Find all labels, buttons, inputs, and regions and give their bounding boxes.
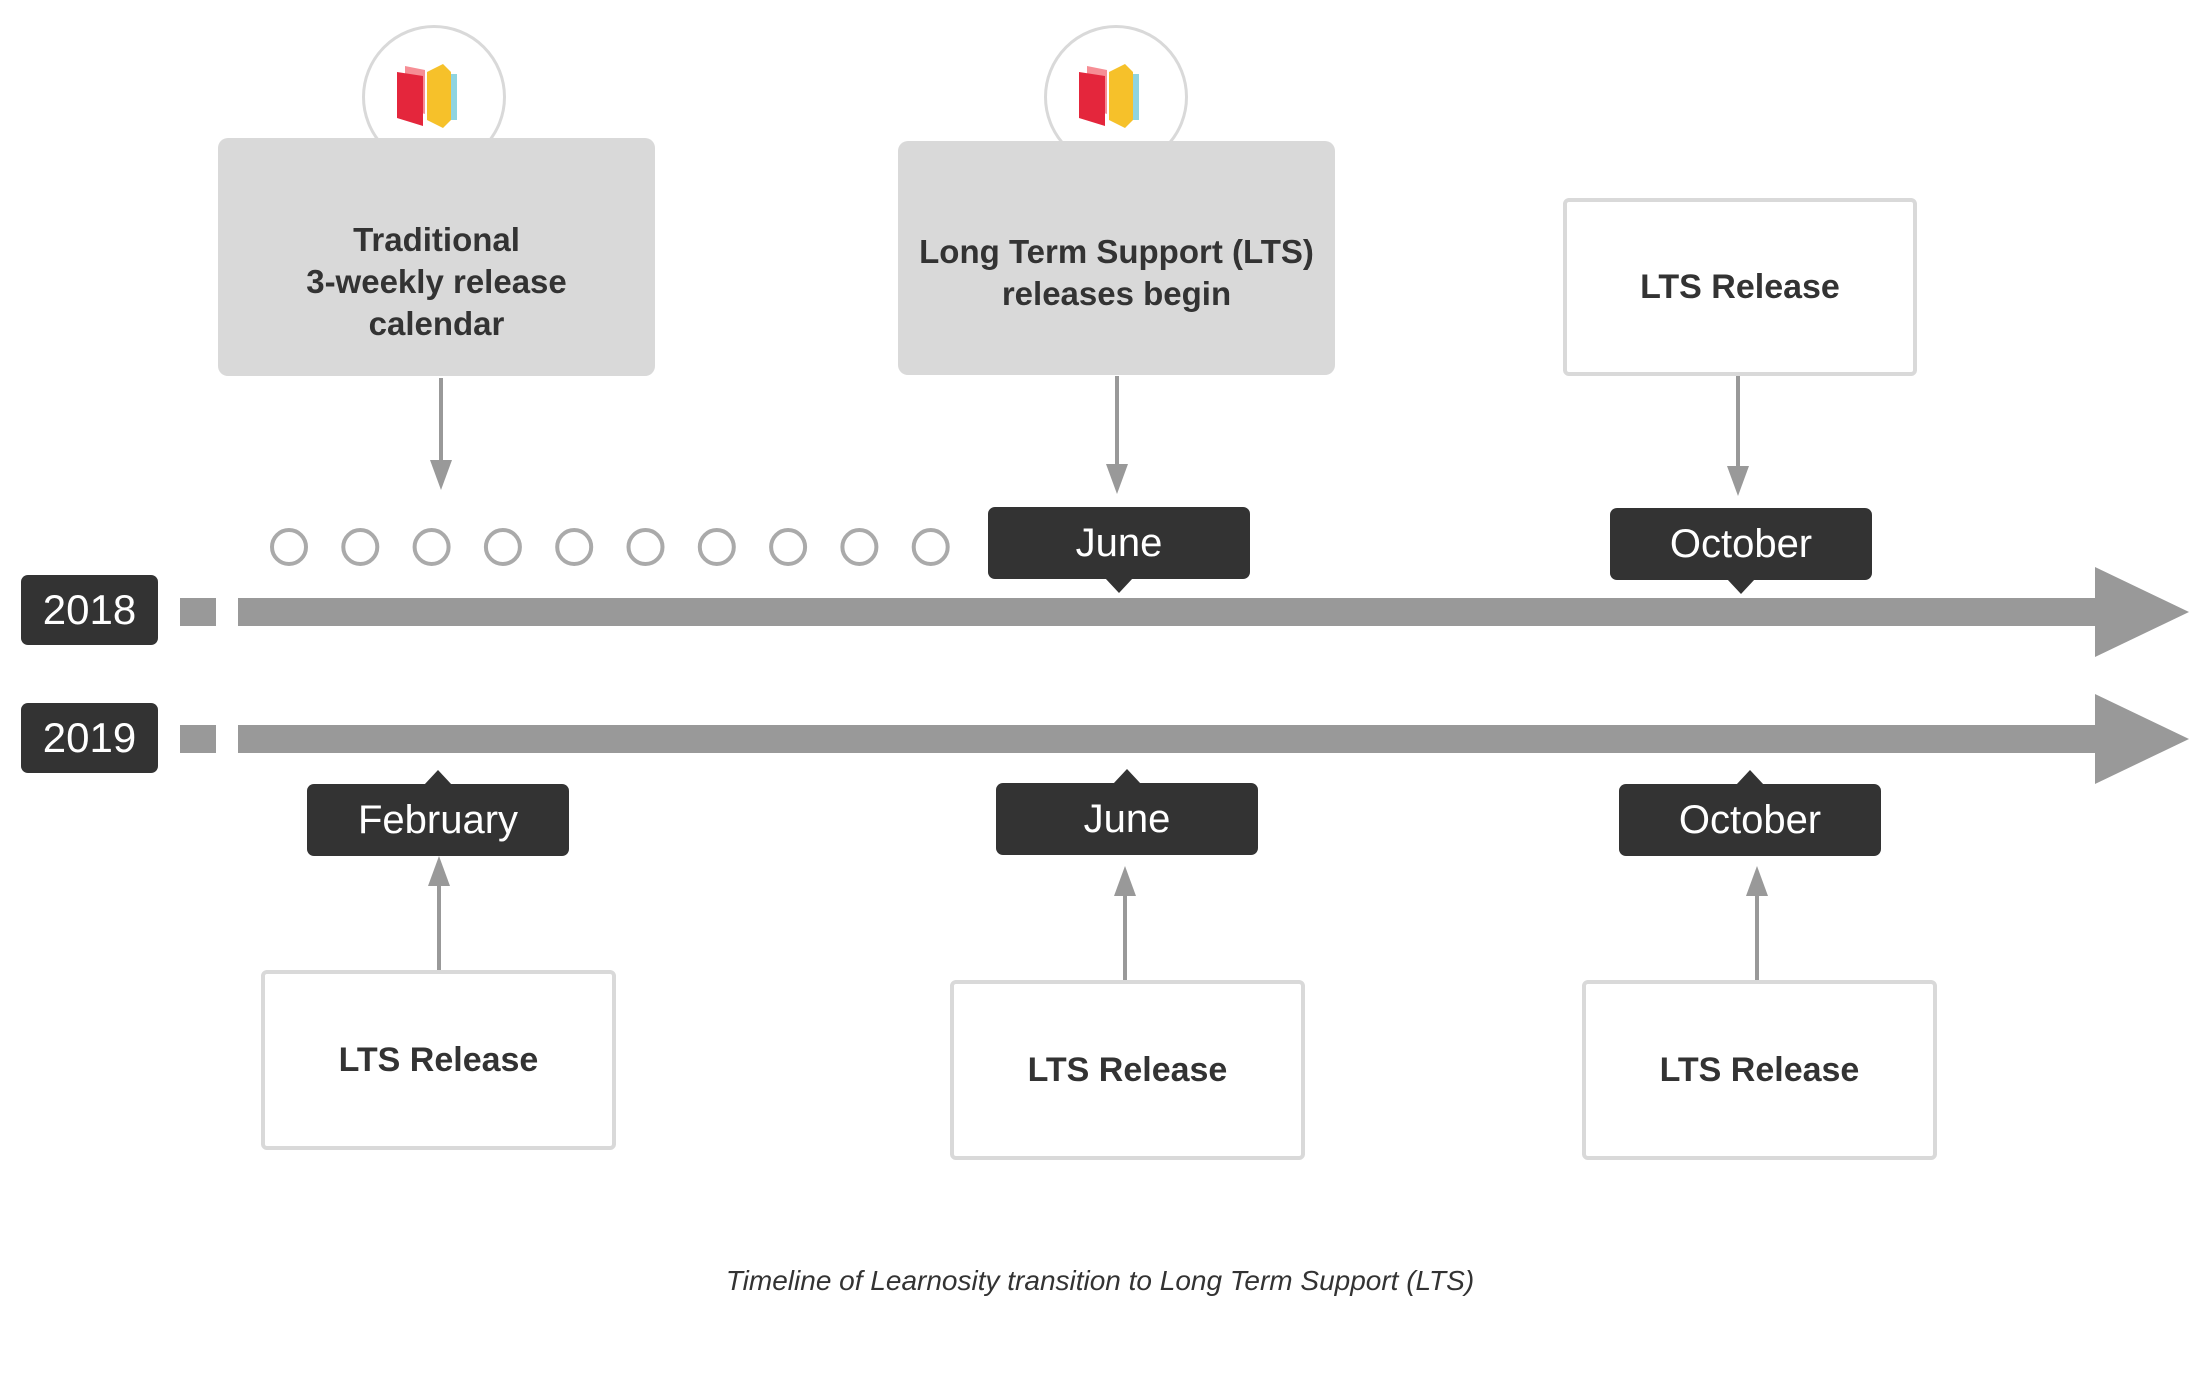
event-traditional-calendar-text: Traditional 3-weekly release calendar xyxy=(306,221,567,342)
tag-pointer xyxy=(424,770,452,785)
arrow-lts-june-2019 xyxy=(1114,866,1136,980)
release-circle xyxy=(483,528,522,566)
event-lts-begin-text: Long Term Support (LTS) releases begin xyxy=(919,233,1314,312)
event-lts-release-text: LTS Release xyxy=(338,1040,539,1079)
year-tag-2019: 2019 xyxy=(21,703,158,773)
release-circle xyxy=(270,528,308,566)
release-circle xyxy=(626,528,665,566)
event-lts-release-october-2018: LTS Release xyxy=(1563,198,1917,376)
release-circle xyxy=(840,528,879,566)
arrow-lts-october-2019 xyxy=(1746,866,1768,980)
release-circle xyxy=(697,528,736,566)
arrow-lts-february-2019 xyxy=(428,856,450,970)
release-circle xyxy=(555,528,594,566)
release-circles xyxy=(270,528,950,566)
month-tag-june-2019: June xyxy=(996,769,1258,855)
event-lts-release-text: LTS Release xyxy=(1659,1050,1860,1089)
month-tag-february-2019: February xyxy=(307,770,569,856)
event-lts-release-text: LTS Release xyxy=(1640,267,1840,306)
month-label: February xyxy=(357,797,519,842)
arrow-traditional-to-timeline xyxy=(430,378,452,490)
event-lts-release-october-2019: LTS Release xyxy=(1582,980,1937,1160)
tag-pointer xyxy=(1727,579,1755,594)
month-label: October xyxy=(1678,797,1822,842)
event-traditional-calendar: Traditional 3-weekly release calendar xyxy=(218,138,655,376)
tag-pointer xyxy=(1736,770,1764,785)
timeline-2019-axis xyxy=(180,694,2189,784)
diagram-caption: Timeline of Learnosity transition to Lon… xyxy=(725,1265,1475,1296)
tag-pointer xyxy=(1113,769,1141,784)
release-circle xyxy=(341,528,380,566)
month-label: June xyxy=(1075,520,1163,565)
release-circle xyxy=(911,528,950,566)
event-lts-begin: Long Term Support (LTS) releases begin xyxy=(898,141,1335,375)
arrow-lts-begin-to-june xyxy=(1106,376,1128,494)
year-tag-2018: 2018 xyxy=(21,575,158,645)
arrow-lts-october-2018 xyxy=(1727,376,1749,496)
tag-pointer xyxy=(1105,578,1133,593)
month-label: June xyxy=(1083,796,1171,841)
timeline-2018-axis xyxy=(180,567,2189,657)
month-tag-october-2018: October xyxy=(1610,508,1872,594)
month-tag-october-2019: October xyxy=(1619,770,1881,856)
month-tag-june-2018: June xyxy=(988,507,1250,593)
release-circle xyxy=(769,528,808,566)
event-lts-release-text: LTS Release xyxy=(1027,1050,1228,1089)
month-label: October xyxy=(1669,521,1813,566)
event-lts-release-june-2019: LTS Release xyxy=(950,980,1305,1160)
release-circle xyxy=(412,528,451,566)
event-lts-release-february-2019: LTS Release xyxy=(261,970,616,1150)
